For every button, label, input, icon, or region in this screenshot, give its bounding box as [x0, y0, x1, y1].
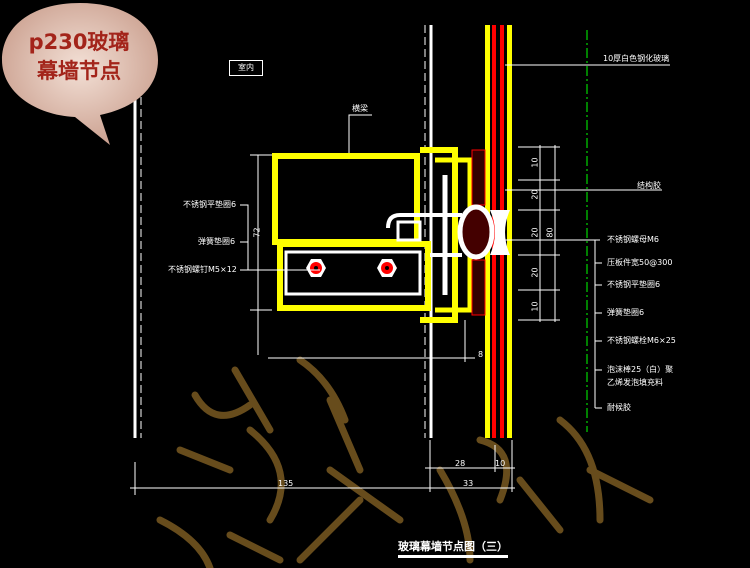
beam-label: 横梁: [352, 104, 368, 113]
badge-line-2: 幕墙节点: [37, 59, 121, 83]
dim-seg-3: 20: [530, 227, 540, 238]
label-flat-washer: 不锈钢平垫圈6: [607, 280, 661, 289]
bolt-right: [377, 259, 397, 277]
dim-seg-1: 10: [530, 157, 540, 168]
speech-bubble: [2, 3, 158, 145]
label-foam-rod: 泡沫棒25（白）聚: [607, 365, 674, 374]
label-glass: 10厚白色钢化玻璃: [603, 54, 670, 63]
leader-lines: [130, 30, 670, 495]
left-label-screw: 不锈钢螺钉M5×12: [168, 265, 237, 274]
label-spring-washer: 弹簧垫圈6: [607, 308, 645, 317]
dim-135: 135: [278, 479, 294, 488]
dim-33: 33: [463, 479, 474, 488]
dim-total-80: 80: [545, 227, 555, 238]
dim-8: 8: [478, 350, 484, 359]
dim-10: 10: [495, 459, 506, 468]
dim-28: 28: [455, 459, 466, 468]
label-structural-glue: 结构胶: [637, 181, 661, 190]
left-label-spring-washer: 弹簧垫圈6: [198, 237, 236, 246]
dim-seg-2: 20: [530, 189, 540, 200]
left-label-washer: 不锈钢平垫圈6: [183, 200, 237, 209]
structural-glue: [457, 149, 510, 316]
crossbeam: [272, 147, 473, 323]
dim-seg-5: 10: [530, 301, 540, 312]
watermark: [156, 356, 654, 568]
badge-line-1: p230玻璃: [28, 30, 130, 54]
label-weather-glue: 耐候胶: [607, 403, 631, 412]
label-foam-rod-2: 乙烯发泡填充料: [607, 378, 663, 387]
drawing-title: 玻璃幕墙节点图（三）: [398, 538, 508, 558]
room-label: 室内: [229, 60, 263, 76]
label-nut: 不锈钢螺母M6: [607, 235, 659, 244]
dim-seg-4: 20: [530, 267, 540, 278]
bolt-left: [306, 259, 326, 277]
label-press-plate: 压板件宽50@300: [607, 258, 673, 267]
dim-72: 72: [252, 227, 262, 238]
label-bolt: 不锈钢螺栓M6×25: [607, 336, 676, 345]
